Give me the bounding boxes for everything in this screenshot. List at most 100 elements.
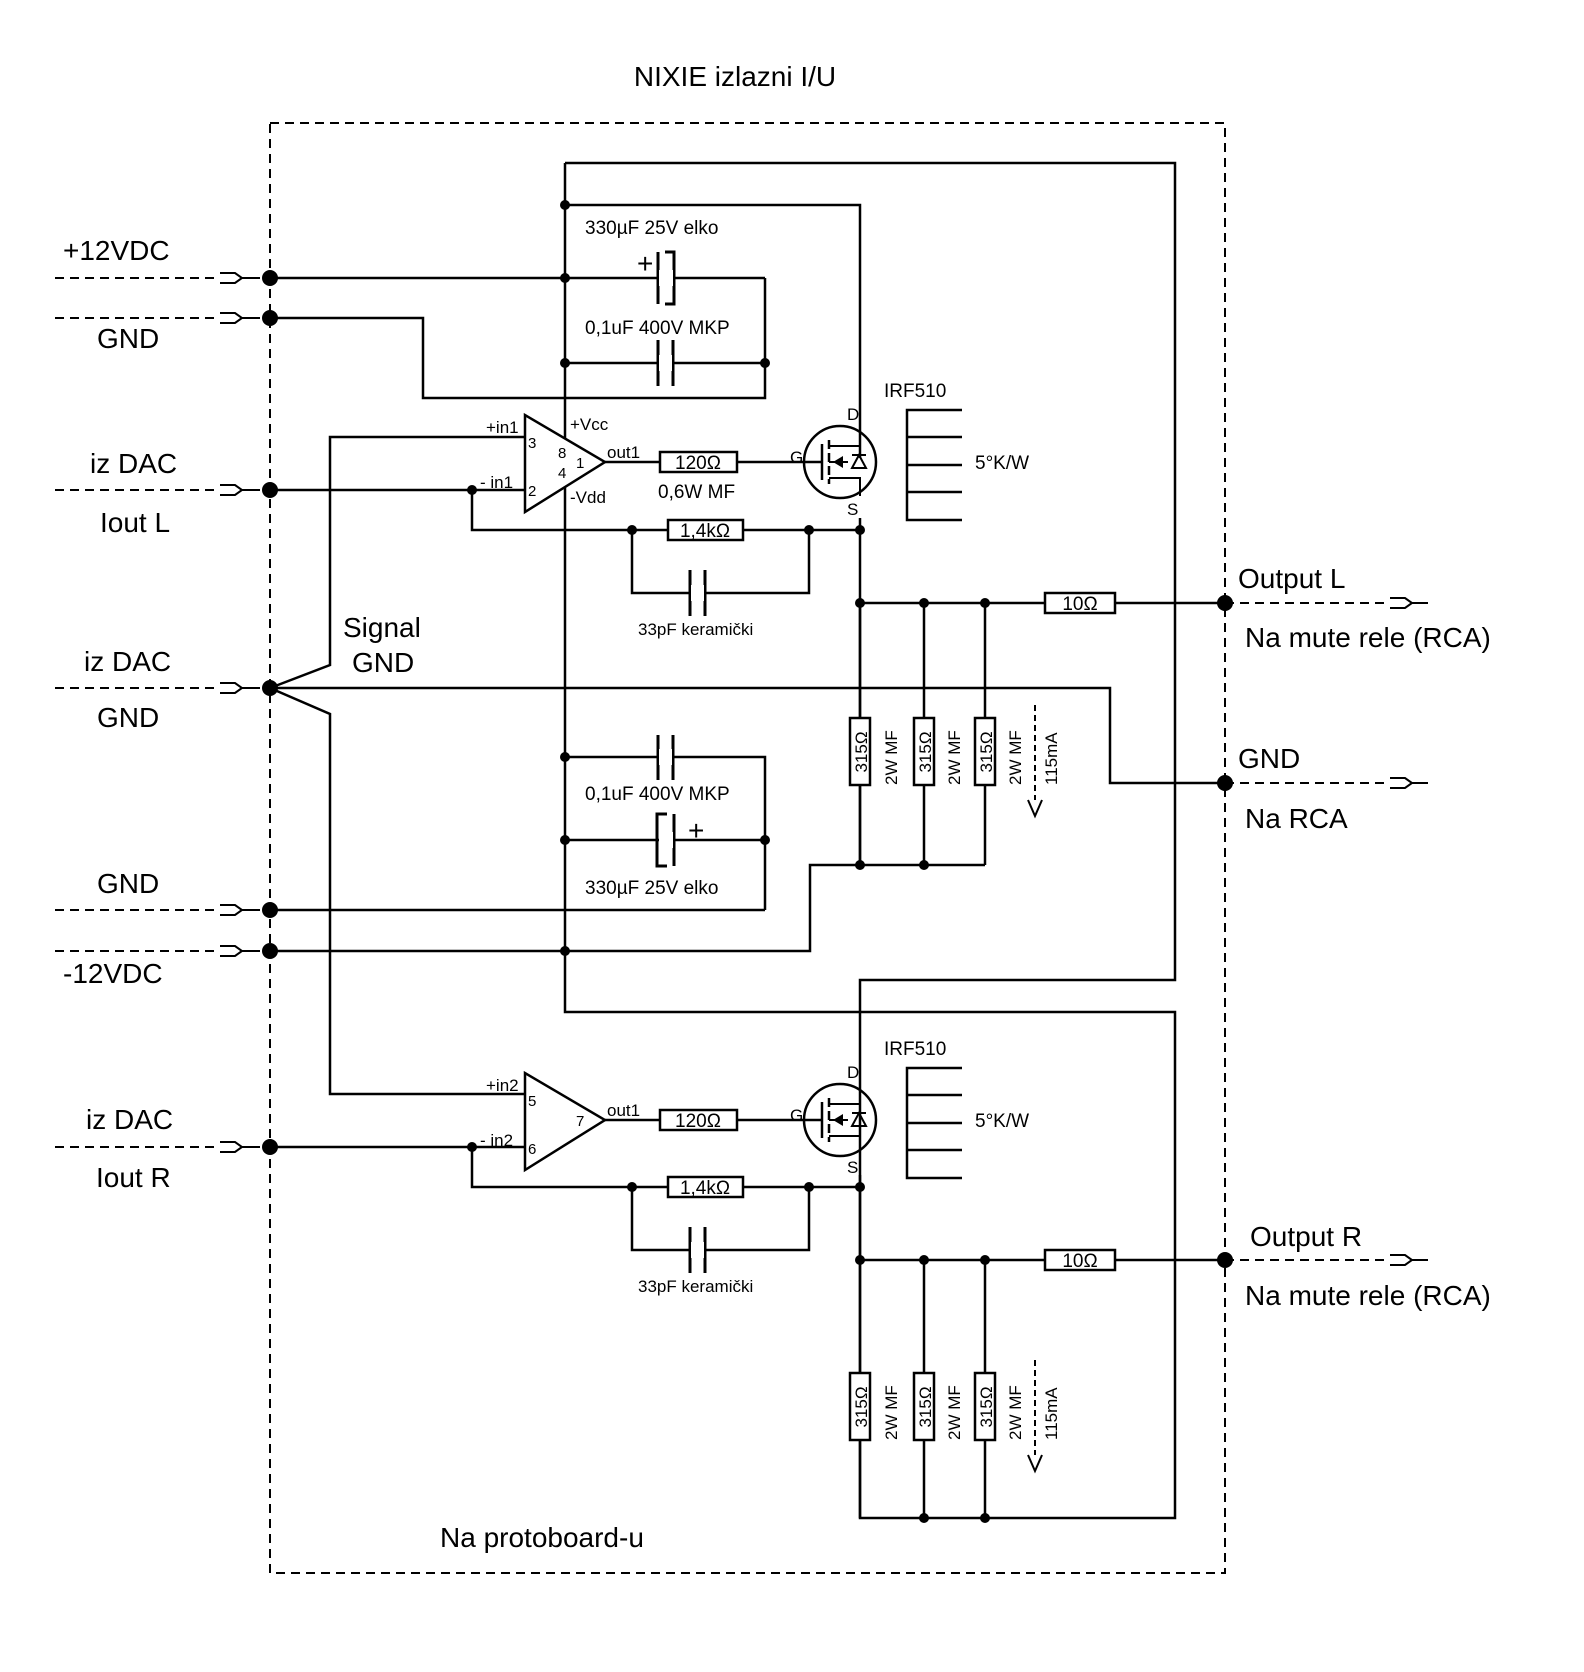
label-gnd-bottom: GND bbox=[97, 868, 159, 899]
label-out-r: Output R bbox=[1250, 1221, 1362, 1252]
protoboard-outline bbox=[269, 122, 1226, 1574]
label-mosfet-l: IRF510 bbox=[884, 381, 946, 402]
resistor-gate-l bbox=[658, 450, 739, 474]
current-arrow-l bbox=[1027, 705, 1043, 819]
pin-7: 7 bbox=[576, 1113, 584, 1130]
opamp-left bbox=[523, 412, 608, 515]
diagram-title: NIXIE izlazni I/U bbox=[634, 61, 836, 92]
label-cap-elko-bottom: 330µF 25V elko bbox=[585, 878, 718, 899]
label-cap-mkp-bottom: 0,1uF 400V MKP bbox=[585, 784, 730, 805]
label-gnd-top: GND bbox=[97, 323, 159, 354]
label-mosfet-r: IRF510 bbox=[884, 1039, 946, 1060]
label-r-feedback-r: 1,4kΩ bbox=[680, 1178, 730, 1199]
pin-4: 4 bbox=[558, 465, 566, 482]
pin-2: 2 bbox=[528, 483, 536, 500]
input-connectors bbox=[55, 272, 260, 1153]
heatsink-right bbox=[905, 1066, 962, 1180]
resistor-out-r bbox=[1043, 1248, 1117, 1272]
label-neg-supply: -12VDC bbox=[63, 958, 163, 989]
resistor-load-l2 bbox=[912, 716, 936, 787]
opamp-right bbox=[523, 1070, 608, 1173]
label-dac-gnd-1: iz DAC bbox=[84, 646, 171, 677]
resistor-gate-r bbox=[658, 1108, 739, 1132]
cap-elko-top bbox=[656, 250, 676, 306]
label-load-current-l: 115mA bbox=[1042, 732, 1061, 785]
label-pin-g-r: G bbox=[790, 1106, 803, 1125]
cap-mkp-top bbox=[656, 340, 675, 386]
pin-1: 1 bbox=[576, 455, 584, 472]
label-out-gnd-dest: Na RCA bbox=[1245, 803, 1348, 834]
label-cap-ceramic-r: 33pF keramički bbox=[638, 1277, 753, 1296]
label-dac-r-1: iz DAC bbox=[86, 1104, 173, 1135]
junctions bbox=[262, 200, 1233, 1523]
label-r-gate-l: 120Ω bbox=[675, 453, 721, 474]
resistor-load-l1 bbox=[848, 716, 872, 787]
resistor-out-l bbox=[1043, 591, 1117, 615]
label-cap-ceramic-l: 33pF keramički bbox=[638, 620, 753, 639]
label-r-load-l2: 315Ω bbox=[916, 731, 935, 772]
opamp-in2-pos: +in2 bbox=[486, 1076, 519, 1095]
resistor-load-r1 bbox=[848, 1371, 872, 1442]
label-pos-supply: +12VDC bbox=[63, 235, 170, 266]
label-r-load-spec-l1: 2W MF bbox=[882, 730, 901, 785]
label-out-l-dest: Na mute rele (RCA) bbox=[1245, 622, 1491, 653]
heatsink-left bbox=[905, 408, 962, 522]
resistor-load-l3 bbox=[973, 716, 997, 787]
cap-mkp-bottom bbox=[656, 735, 675, 780]
label-signal-gnd-2: GND bbox=[352, 647, 414, 678]
label-pin-d-r: D bbox=[847, 1063, 859, 1082]
cap-elko-bottom bbox=[655, 812, 676, 868]
label-heatsink-r: 5°K/W bbox=[975, 1111, 1029, 1132]
label-pin-s-l: S bbox=[847, 500, 858, 519]
current-arrow-r bbox=[1027, 1360, 1043, 1474]
pin-5: 5 bbox=[528, 1093, 536, 1110]
pin-8: 8 bbox=[558, 445, 566, 462]
label-r-out-r: 10Ω bbox=[1062, 1251, 1097, 1272]
resistor-load-r3 bbox=[973, 1371, 997, 1442]
label-r-load-l3: 315Ω bbox=[977, 731, 996, 772]
resistor-load-r2 bbox=[912, 1371, 936, 1442]
cap-ceramic-r bbox=[688, 1227, 707, 1273]
label-dac-gnd-2: GND bbox=[97, 702, 159, 733]
label-r-load-l1: 315Ω bbox=[852, 731, 871, 772]
mosfet-right bbox=[802, 1082, 878, 1158]
resistor-feedback-r bbox=[666, 1175, 745, 1199]
label-r-load-r3: 315Ω bbox=[977, 1386, 996, 1427]
label-r-load-spec-l2: 2W MF bbox=[945, 730, 964, 785]
label-r-out-l: 10Ω bbox=[1062, 594, 1097, 615]
label-plus-bottom: + bbox=[688, 815, 704, 846]
opamp-out1: out1 bbox=[607, 443, 640, 462]
board-label: Na protoboard-u bbox=[440, 1522, 644, 1553]
label-dac-l-1: iz DAC bbox=[90, 448, 177, 479]
pin-3: 3 bbox=[528, 435, 536, 452]
label-r-load-r2: 315Ω bbox=[916, 1386, 935, 1427]
label-pin-g-l: G bbox=[790, 448, 803, 467]
label-cap-elko-top: 330µF 25V elko bbox=[585, 218, 718, 239]
label-r-feedback-l: 1,4kΩ bbox=[680, 521, 730, 542]
label-r-gate-spec-l: 0,6W MF bbox=[658, 482, 735, 503]
label-pin-d-l: D bbox=[847, 405, 859, 424]
label-dac-l-2: Iout L bbox=[100, 507, 170, 538]
opamp-in2-neg: - in2 bbox=[480, 1131, 513, 1150]
label-cap-mkp-top: 0,1uF 400V MKP bbox=[585, 318, 730, 339]
opamp-in1-neg: - in1 bbox=[480, 473, 513, 492]
opamp-vdd: -Vdd bbox=[570, 488, 606, 507]
label-out-gnd: GND bbox=[1238, 743, 1300, 774]
label-load-current-r: 115mA bbox=[1042, 1387, 1061, 1440]
cap-ceramic-l bbox=[688, 570, 707, 616]
label-heatsink-l: 5°K/W bbox=[975, 453, 1029, 474]
opamp-out2: out1 bbox=[607, 1101, 640, 1120]
label-out-r-dest: Na mute rele (RCA) bbox=[1245, 1280, 1491, 1311]
label-pin-s-r: S bbox=[847, 1158, 858, 1177]
label-dac-r-2: Iout R bbox=[96, 1162, 171, 1193]
label-r-load-spec-r1: 2W MF bbox=[882, 1385, 901, 1440]
mosfet-left bbox=[802, 424, 878, 500]
label-r-load-spec-r3: 2W MF bbox=[1006, 1385, 1025, 1440]
label-out-l: Output L bbox=[1238, 563, 1345, 594]
resistor-feedback-l bbox=[666, 518, 745, 542]
label-r-load-spec-r2: 2W MF bbox=[945, 1385, 964, 1440]
label-r-load-spec-l3: 2W MF bbox=[1006, 730, 1025, 785]
opamp-in1-pos: +in1 bbox=[486, 418, 519, 437]
wiring bbox=[269, 161, 1428, 1520]
